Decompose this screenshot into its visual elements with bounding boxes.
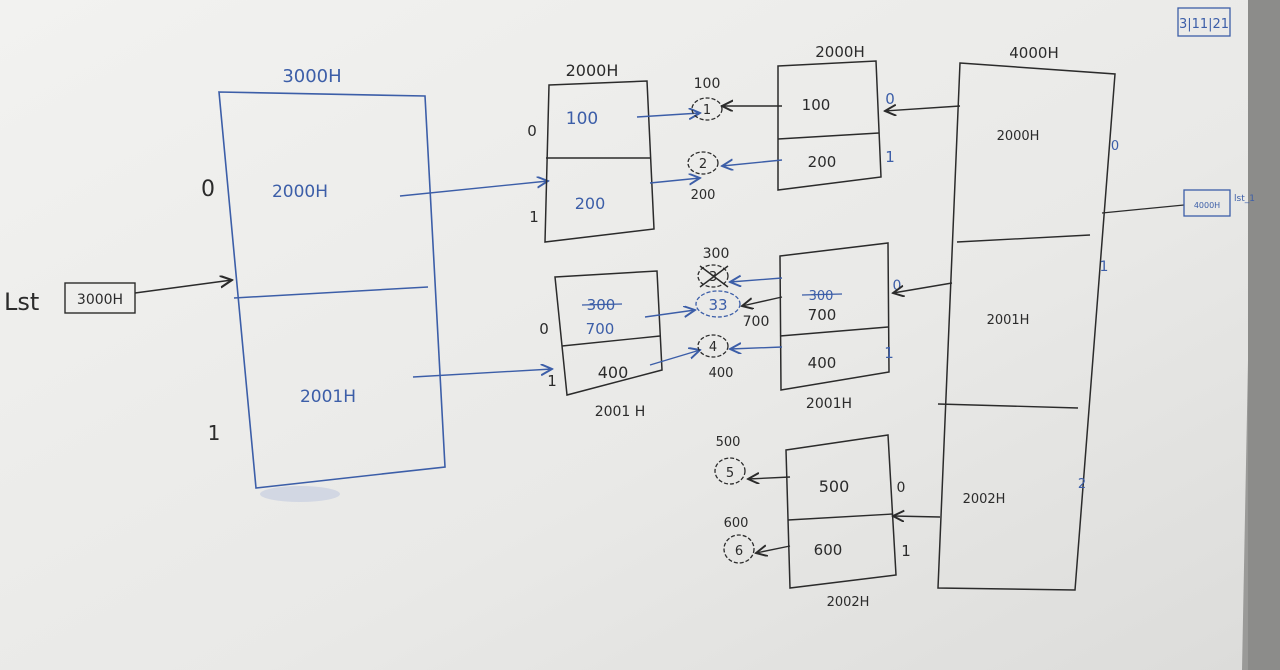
list-2001h-label: 2001H [806, 396, 852, 412]
board-frame [1248, 0, 1280, 670]
list-2001h-cell-0: 700 [808, 306, 837, 324]
block-3000h-cell-1: 2001H [300, 387, 356, 407]
block-2000h: 2000H 100 200 0 1 [527, 61, 700, 243]
object-1-label: 100 [694, 76, 721, 92]
block-3000h-index-1: 1 [208, 421, 221, 445]
object-5: 500 5 [714, 435, 746, 485]
block-2000h-index-0: 0 [527, 122, 537, 140]
block-4000h-index-2: 2 [1078, 477, 1086, 492]
lst1-variable: 4000H lst_1 [1101, 189, 1255, 217]
block-4000h-cell-1: 2001H [987, 313, 1030, 328]
block-2000h-index-1: 1 [529, 208, 539, 226]
block-2001h-cell-1: 400 [598, 363, 629, 382]
object-5-label: 500 [716, 435, 741, 450]
object-1-id: 1 [703, 103, 711, 118]
block-2001h: 300 700 400 0 1 2001 H [539, 270, 700, 420]
date-note: 3|11|21 [1177, 7, 1231, 37]
lst1-value: 4000H [1194, 201, 1220, 210]
list-2001h-cell-0-old: 300 [809, 289, 834, 304]
object-33-id: 33 [708, 296, 727, 314]
block-4000h-label: 4000H [1009, 44, 1058, 62]
list-2002h: 500 600 0 1 2002H [748, 434, 911, 610]
block-3000h-label: 3000H [282, 66, 341, 87]
object-6-id: 6 [735, 544, 743, 559]
object-3-label: 300 [703, 246, 730, 262]
object-4-label: 400 [709, 366, 734, 381]
block-3000h: 3000H 2000H 2001H 0 1 [201, 66, 552, 489]
block-2001h-index-1: 1 [547, 372, 557, 390]
lst-value: 3000H [77, 292, 123, 308]
list-2002h-label: 2002H [827, 595, 870, 610]
object-3: 300 3 [697, 246, 730, 288]
block-2000h-label: 2000H [566, 61, 619, 80]
object-4: 4 400 [697, 334, 734, 381]
lst-variable: Lst 3000H [4, 280, 232, 316]
smudge-mark [260, 486, 340, 502]
block-4000h-index-1: 1 [1100, 259, 1109, 275]
list-2000h-cell-0: 100 [802, 96, 831, 114]
block-4000h-cell-2: 2002H [963, 492, 1006, 507]
object-33-label: 700 [743, 314, 770, 330]
lst-name: Lst [4, 288, 39, 316]
object-2: 2 200 [687, 151, 719, 203]
block-4000h-index-0: 0 [1111, 139, 1119, 154]
block-2000h-cell-0: 100 [566, 109, 598, 129]
lst-pointer-arrow [134, 280, 232, 294]
block-3000h-cell-0: 2000H [272, 182, 328, 202]
list-2002h-index-1: 1 [901, 542, 911, 560]
lst1-name: lst_1 [1234, 194, 1255, 204]
list-2002h-cell-1: 600 [814, 541, 843, 559]
date-text: 3|11|21 [1179, 17, 1229, 32]
arrow-to-2001h [412, 369, 552, 378]
list-2002h-cell-0: 500 [819, 477, 850, 496]
list-2002h-index-0: 0 [897, 480, 906, 496]
arrow-to-2000h [399, 181, 548, 197]
object-4-id: 4 [709, 340, 717, 355]
block-2001h-label: 2001 H [595, 404, 646, 420]
list-2001h-cell-1: 400 [808, 354, 837, 372]
block-2001h-index-0: 0 [539, 320, 549, 338]
list-2000h-cell-1: 200 [808, 153, 837, 171]
block-4000h: 4000H 2000H 2001H 2002H 0 1 2 [885, 44, 1119, 591]
block-3000h-index-0: 0 [201, 177, 215, 202]
object-33: 33 700 [695, 290, 770, 330]
object-2-id: 2 [699, 157, 707, 172]
object-2-label: 200 [691, 188, 716, 203]
list-2000h-label: 2000H [815, 43, 864, 61]
object-5-id: 5 [726, 466, 734, 481]
list-2001h-index-1: 1 [884, 344, 894, 362]
list-2000h-index-0: 0 [885, 90, 895, 108]
block-2000h-cell-1: 200 [575, 194, 606, 213]
list-2000h-index-1: 1 [885, 148, 895, 166]
list-2000h: 2000H 100 200 0 1 [722, 43, 895, 191]
object-6-label: 600 [724, 516, 749, 531]
block-4000h-cell-0: 2000H [997, 129, 1040, 144]
block-2001h-cell-0: 700 [586, 320, 615, 338]
